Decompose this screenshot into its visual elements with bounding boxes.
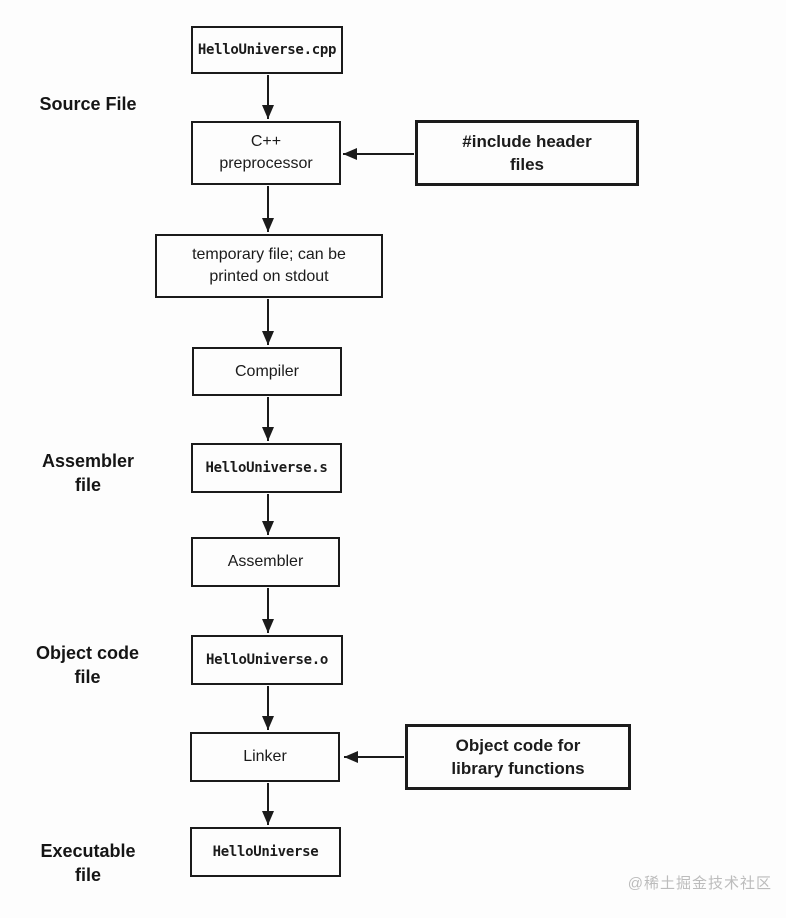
stage-label-assembler-file: Assembler file [41, 451, 135, 495]
watermark-juejin-community: @稀土掘金技术社区 [627, 875, 772, 892]
node-label: Linker [243, 748, 287, 765]
node-linker: Linker [190, 732, 340, 782]
node-label: Object code for library functions [451, 736, 585, 778]
node-include-header-files: #include header files [415, 120, 639, 186]
node-object-file-o: HelloUniverse.o [191, 635, 343, 685]
node-label: #include header files [462, 132, 592, 174]
node-executable-hellouniverse: HelloUniverse [190, 827, 341, 877]
stage-label-executable-file: Executable file [40, 841, 136, 885]
stage-label-object-code-file: Object code file [35, 643, 140, 687]
node-label: HelloUniverse [212, 844, 319, 860]
node-label: HelloUniverse.cpp [197, 42, 337, 58]
node-library-object-code: Object code for library functions [405, 724, 631, 790]
node-label: HelloUniverse.s [205, 460, 328, 476]
node-temporary-file: temporary file; can be printed on stdout [155, 234, 383, 298]
node-label: Assembler [227, 553, 304, 570]
node-label: Compiler [234, 362, 299, 380]
node-assembler: Assembler [191, 537, 340, 587]
node-label: HelloUniverse.o [206, 652, 328, 668]
node-assembler-file-s: HelloUniverse.s [191, 443, 342, 493]
stage-label-source-file: Source File [39, 94, 137, 114]
node-cpp-preprocessor: C++ preprocessor [191, 121, 341, 185]
node-label: C++ preprocessor [219, 133, 313, 172]
node-compiler: Compiler [192, 347, 342, 396]
node-source-file-cpp: HelloUniverse.cpp [191, 26, 343, 74]
node-label: temporary file; can be printed on stdout [192, 246, 346, 285]
